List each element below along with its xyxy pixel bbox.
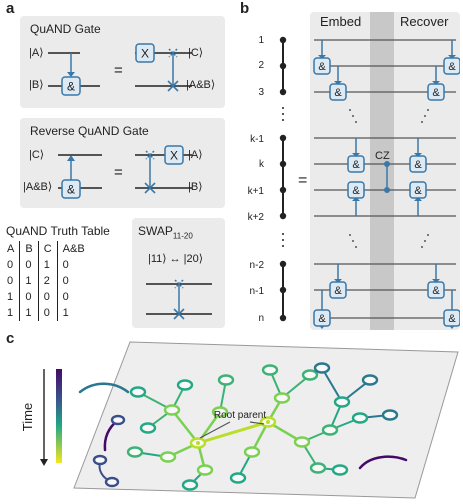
truth-table-title: QuAND Truth Table (6, 224, 110, 238)
gate-x-label: X (141, 47, 149, 61)
table-cell: 0 (62, 275, 69, 287)
panel-b-equals: = (298, 172, 308, 189)
and-gate-label: & (334, 87, 342, 99)
middle-band (370, 12, 394, 330)
table-cell: 2 (38, 273, 58, 289)
and-gate-label: & (318, 313, 326, 325)
time-label: Time (20, 403, 35, 431)
truth-table-header: A B C A&B (2, 241, 90, 257)
reverse-ket-b: |B⟩ (188, 181, 203, 193)
table-cell: 0 (2, 257, 21, 273)
qubit-label: n-2 (249, 260, 264, 271)
reverse-gate-x-label: X (170, 149, 178, 163)
gate-and-label: & (67, 80, 75, 94)
reverse-quand-box (20, 118, 225, 208)
embed-recover-circuit: & & & & & & & & & & & & (313, 39, 460, 329)
cz-label: CZ (375, 150, 390, 162)
reverse-quand-diagram: & X (58, 145, 192, 199)
qubit-chain (279, 36, 287, 322)
quand-gate-diagram: & X (48, 43, 192, 96)
truth-table: A B C A&B 0 0 1 0 0 1 2 0 1 0 0 0 1 1 0 … (2, 241, 90, 321)
header-c: C (38, 241, 58, 257)
table-cell: 1 (19, 273, 39, 289)
qubit-label: 2 (258, 60, 264, 71)
table-cell: 1 (38, 257, 58, 273)
embed-label: Embed (320, 14, 362, 29)
header-a-and-b: A&B (62, 243, 85, 255)
table-cell: 0 (19, 257, 39, 273)
table-row: 0 0 1 0 (2, 257, 90, 273)
and-gate-label: & (432, 87, 440, 99)
table-cell: 0 (38, 305, 58, 321)
quand-gate-title: QuAND Gate (30, 22, 101, 36)
and-gate-label: & (414, 185, 422, 197)
reverse-gate-and-label: & (67, 183, 75, 197)
equals-sign: = (114, 62, 123, 79)
table-row: 1 0 0 0 (2, 289, 90, 305)
table-cell: 0 (38, 289, 58, 305)
swap-title-sub: 11-20 (172, 231, 193, 241)
qubit-label: k+2 (247, 212, 264, 223)
qubit-label: n-1 (249, 286, 264, 297)
panel-c-label: c (6, 330, 15, 347)
table-row: 1 1 0 1 (2, 305, 90, 321)
reverse-quand-title: Reverse QuAND Gate (30, 124, 149, 138)
table-cell: 1 (62, 307, 69, 319)
qubit-label: n (258, 313, 264, 324)
swap-diagram (146, 279, 212, 320)
recover-label: Recover (400, 14, 449, 29)
table-cell: 1 (2, 289, 21, 305)
quand-gate-box (20, 16, 225, 108)
header-a: A (2, 241, 21, 257)
table-cell: 0 (2, 273, 21, 289)
ket-a-and-b: |A&B⟩ (186, 79, 216, 91)
table-cell: 0 (62, 291, 69, 303)
qubit-label: k+1 (247, 186, 264, 197)
panel-b-label: b (240, 0, 250, 17)
header-b: B (19, 241, 39, 257)
ket-b: |B⟩ (29, 79, 44, 91)
swap-title: SWAP11-20 (138, 224, 193, 240)
tree-graph: Root parent (73, 341, 459, 499)
qubit-label: k-1 (250, 134, 264, 145)
table-row: 0 1 2 0 (2, 273, 90, 289)
reverse-equals-sign: = (114, 164, 123, 181)
table-cell: 0 (19, 289, 39, 305)
panel-a-label: a (6, 0, 15, 17)
qubit-labels: 1 2 3 k-1 k k+1 k+2 n-2 n-1 n (242, 30, 264, 330)
ket-c: |C⟩ (188, 47, 204, 59)
swap-title-main: SWAP (138, 224, 173, 238)
ket-a: |A⟩ (29, 47, 44, 59)
qubit-label: 1 (258, 35, 264, 46)
and-gate-label: & (432, 285, 440, 297)
reverse-ket-c: |C⟩ (29, 149, 45, 161)
table-cell: 1 (19, 305, 39, 321)
root-parent-label: Root parent (214, 410, 266, 421)
and-gate-label: & (352, 159, 360, 171)
and-gate-label: & (318, 61, 326, 73)
table-cell: 1 (2, 305, 21, 321)
swap-mapping: |11⟩ ↔ |20⟩ (148, 253, 204, 265)
time-colorbar: Time (20, 369, 62, 466)
and-gate-label: & (352, 185, 360, 197)
qubit-label: 3 (258, 87, 264, 98)
table-cell: 0 (62, 259, 69, 271)
reverse-ket-a-and-b: |A&B⟩ (23, 181, 53, 193)
and-gate-label: & (414, 159, 422, 171)
and-gate-label: & (448, 313, 456, 325)
reverse-ket-a: |A⟩ (188, 149, 203, 161)
and-gate-label: & (448, 61, 456, 73)
and-gate-label: & (334, 285, 342, 297)
qubit-label: k (259, 159, 264, 170)
